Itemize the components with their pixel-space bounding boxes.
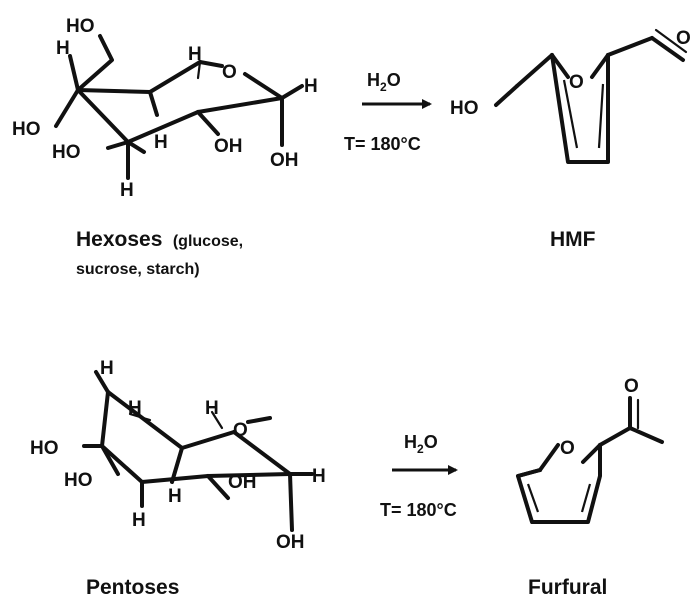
- hexose-structure: [54, 34, 304, 180]
- hexose-atom-o-ring: O: [222, 62, 237, 83]
- pentose-atom-ho-left: HO: [30, 438, 59, 459]
- hmf-structure: [494, 28, 688, 164]
- pentose-atom-o-ring: O: [233, 420, 248, 441]
- reaction1-reagent: H2O: [367, 70, 401, 94]
- hexose-detail-line2: sucrose, starch): [76, 261, 200, 278]
- reaction2-condition: H2O T= 180°C: [380, 432, 458, 520]
- hmf-atom-labels: HO O O: [450, 28, 691, 119]
- pentose-atom-oh-bottom: OH: [276, 532, 305, 553]
- furfural-atom-labels: O O: [560, 376, 639, 459]
- hmf-atom-o-ring: O: [569, 72, 584, 93]
- hexose-atom-ho-left: HO: [12, 119, 41, 140]
- hmf-name: HMF: [550, 228, 596, 251]
- hexose-atom-ho-left2: HO: [52, 142, 81, 163]
- hexose-atom-h-bottom: H: [120, 180, 134, 201]
- pentose-structure: [82, 370, 314, 532]
- furfural-structure: [516, 396, 664, 524]
- reaction2-reagent: H2O: [404, 432, 438, 456]
- hexose-name-label: Hexoses: [76, 228, 162, 251]
- reaction1-temperature: T= 180°C: [344, 134, 421, 154]
- hexose-atom-h-upper-left: H: [56, 38, 70, 59]
- furfural-atom-o-ring: O: [560, 438, 575, 459]
- svg-text:Hexoses (glucose,: Hexoses (glucose,: [76, 228, 243, 251]
- pentose-atom-h-ring-left: H: [128, 398, 142, 419]
- pentose-atom-h-center: H: [168, 486, 182, 507]
- pentose-atom-oh-center: OH: [228, 472, 257, 493]
- pentose-atom-labels: H H H O HO HO H OH H H OH: [30, 358, 326, 553]
- pentose-atom-ho-left2: HO: [64, 470, 93, 491]
- pentose-atom-h-bottom: H: [132, 510, 146, 531]
- hexose-name: Hexoses (glucose, sucrose, starch): [76, 228, 243, 278]
- hmf-atom-ho: HO: [450, 98, 479, 119]
- hexose-atom-h-center: H: [154, 132, 168, 153]
- hexose-atom-labels: HO H H O H HO HO H OH OH H: [12, 16, 318, 201]
- furfural-name: Furfural: [528, 576, 607, 599]
- hmf-atom-o-aldehyde: O: [676, 28, 691, 49]
- pentose-atom-h-top: H: [100, 358, 114, 379]
- hexose-atom-oh-right: OH: [270, 150, 299, 171]
- pentose-atom-h-right: H: [312, 466, 326, 487]
- hexose-atom-h-ring-top: H: [188, 44, 202, 65]
- hexose-atom-h-right: H: [304, 76, 318, 97]
- reaction1-condition: H2O T= 180°C: [344, 70, 432, 154]
- reaction2-temperature: T= 180°C: [380, 500, 457, 520]
- furfural-atom-o-aldehyde: O: [624, 376, 639, 397]
- pentose-name: Pentoses: [86, 576, 179, 599]
- hexose-atom-oh-center: OH: [214, 136, 243, 157]
- hexose-detail-line1: (glucose,: [173, 233, 243, 250]
- pentose-atom-h-ring-top: H: [205, 398, 219, 419]
- hexose-atom-ho-top: HO: [66, 16, 95, 37]
